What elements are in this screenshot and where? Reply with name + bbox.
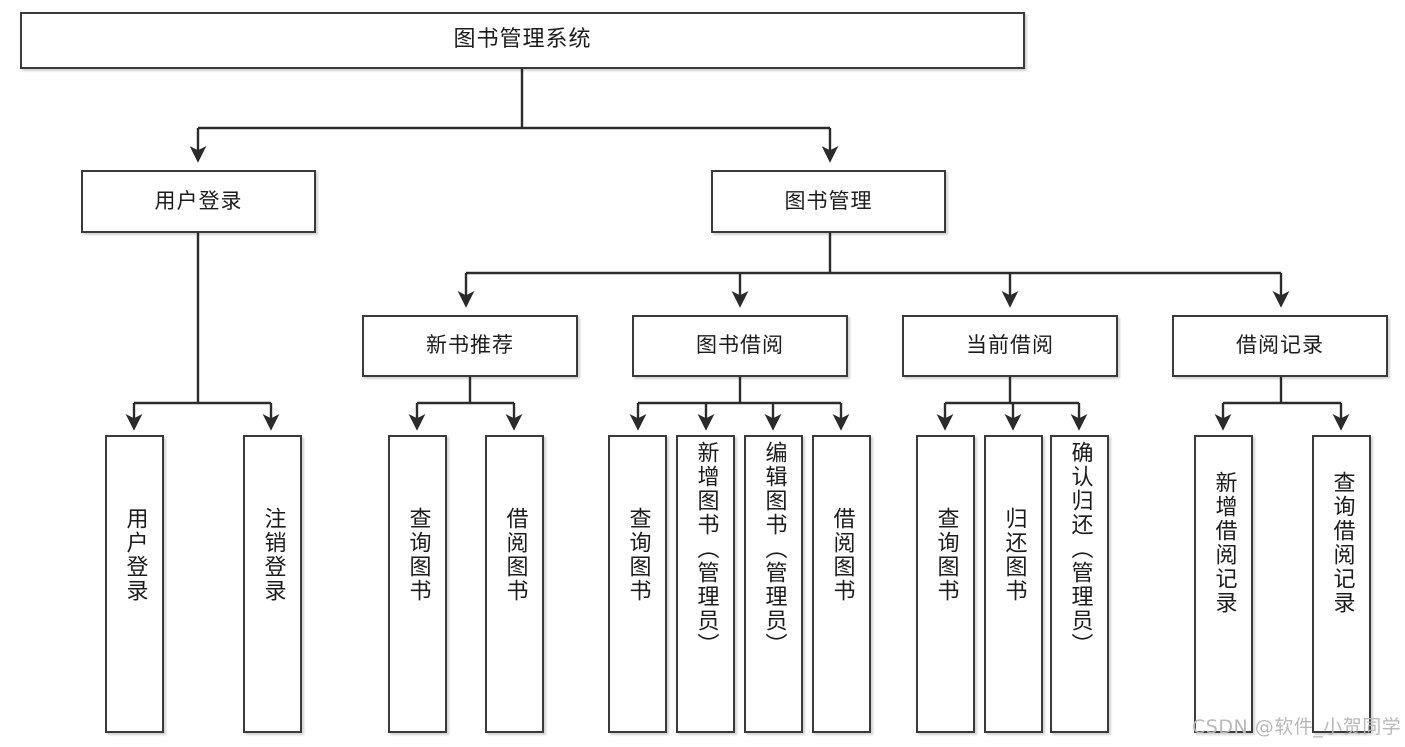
node-label: 用户登录: [154, 188, 243, 213]
node-user-login[interactable]: 用户登录: [81, 170, 316, 233]
node-label: 借阅记录: [1236, 333, 1324, 358]
node-label: 当前借阅: [966, 333, 1054, 358]
node-leaf-borrow-books[interactable]: 借阅图书: [812, 435, 871, 733]
node-root-system[interactable]: 图书管理系统: [20, 12, 1025, 69]
node-label: 图书借阅: [696, 333, 784, 358]
node-book-management[interactable]: 图书管理: [711, 170, 946, 233]
node-leaf-query-books-borrow[interactable]: 查询图书: [608, 435, 667, 733]
node-borrow-record[interactable]: 借阅记录: [1172, 315, 1388, 377]
node-leaf-query-borrow-record[interactable]: 查询借阅记录: [1312, 435, 1371, 733]
node-current-borrow[interactable]: 当前借阅: [902, 315, 1118, 377]
node-label: 查询借阅记录: [1329, 471, 1355, 615]
node-leaf-borrow-books-recommend[interactable]: 借阅图书: [485, 435, 544, 733]
node-label: 归还图书: [1001, 507, 1027, 603]
node-label: 新增图书（管理员）: [693, 441, 719, 657]
node-label: 注销登录: [260, 507, 286, 603]
node-leaf-query-books-current[interactable]: 查询图书: [916, 435, 975, 733]
node-book-borrow[interactable]: 图书借阅: [632, 315, 848, 377]
node-leaf-confirm-return-admin[interactable]: 确认归还（管理员）: [1050, 435, 1109, 733]
node-leaf-logout[interactable]: 注销登录: [243, 435, 302, 733]
node-label: 借阅图书: [829, 507, 855, 603]
node-leaf-user-login[interactable]: 用户登录: [105, 435, 164, 733]
node-leaf-add-borrow-record[interactable]: 新增借阅记录: [1194, 435, 1253, 733]
node-leaf-query-books-recommend[interactable]: 查询图书: [388, 435, 447, 733]
node-leaf-add-book-admin[interactable]: 新增图书（管理员）: [676, 435, 735, 733]
node-label: 新书推荐: [426, 333, 514, 358]
node-label: 图书管理: [784, 188, 873, 213]
node-label: 借阅图书: [502, 507, 528, 603]
node-label: 确认归还（管理员）: [1067, 441, 1093, 657]
node-leaf-edit-book-admin[interactable]: 编辑图书（管理员）: [744, 435, 803, 733]
node-leaf-return-books[interactable]: 归还图书: [984, 435, 1043, 733]
node-new-book-recommend[interactable]: 新书推荐: [362, 315, 578, 377]
node-label: 新增借阅记录: [1211, 471, 1237, 615]
csdn-watermark: CSDN @软件_小贺同学: [1192, 716, 1402, 738]
node-label: 查询图书: [933, 507, 959, 603]
node-label: 查询图书: [625, 507, 651, 603]
node-label: 编辑图书（管理员）: [761, 441, 787, 657]
node-label: 查询图书: [405, 507, 431, 603]
node-label: 用户登录: [122, 507, 148, 603]
node-label: 图书管理系统: [453, 27, 592, 53]
